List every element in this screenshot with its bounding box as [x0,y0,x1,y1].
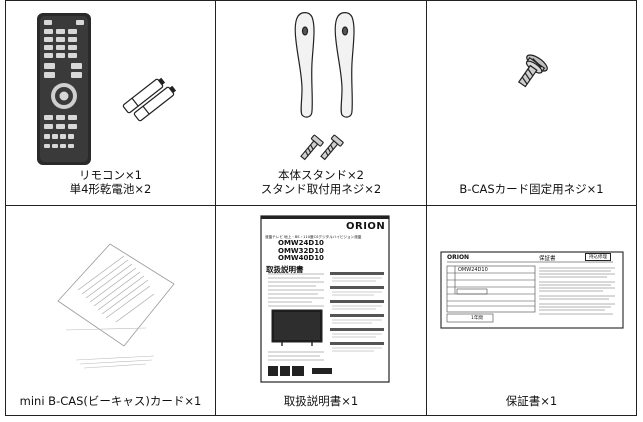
warranty-brand: ORION [447,254,470,261]
warranty-model: OMW24D10 [458,267,488,273]
item-bcas-screw-cell: B-CASカード固定用ネジ×1 [426,0,637,206]
stand-icon [294,12,355,118]
stand-illustration [294,12,355,161]
item-remote-cell: リモコン×1 単4形乾電池×2 [5,0,216,206]
item-warranty-caption: 保証書×1 [505,394,558,408]
manual-model-list: OMW24D10 OMW32D10 OMW40D10 [278,239,324,263]
warranty-heading: 保証書 [539,256,556,262]
item-bcas-screw-caption: B-CASカード固定用ネジ×1 [459,182,604,196]
manual-illustration [260,215,390,383]
item-remote-caption: リモコン×1 単4形乾電池×2 [69,168,152,196]
screw-icon [517,54,548,88]
warranty-card [440,251,624,329]
warranty-period: 1年間 [471,316,483,321]
manual-cover [260,215,390,383]
item-manual-caption: 取扱説明書×1 [283,394,359,408]
manual-model: OMW32D10 [278,246,324,255]
manual-subtitle: 液晶テレビ 地上・BS・110度CSデジタルハイビジョン液晶 [265,235,362,239]
item-bcas-card-cell: mini B-CAS(ビーキャス)カード×1 [5,205,216,416]
manual-model: OMW40D10 [278,254,324,262]
bcas-screw-illustration [517,54,548,88]
stand-screw-icon [300,134,344,161]
bcas-card-illustration [57,243,175,369]
accessory-grid: リモコン×1 単4形乾電池×2 [5,0,637,416]
warranty-illustration [440,251,624,329]
batteries-icon [122,77,177,122]
manual-model: OMW24D10 [278,239,324,247]
item-stand-cell: 本体スタンド×2 スタンド取付用ネジ×2 [215,0,427,206]
manual-brand: ORION [346,221,386,232]
item-stand-caption: 本体スタンド×2 スタンド取付用ネジ×2 [260,168,382,196]
manual-logos-icon [268,366,332,376]
item-warranty-cell: ORION 保証書 持込修理 OMW24D10 1年間 保証書×1 [426,205,637,416]
item-bcas-card-caption: mini B-CAS(ビーキャス)カード×1 [19,394,202,408]
card-document-icon [57,243,175,369]
remote-illustration [37,13,177,165]
manual-title: 取扱説明書 [266,265,304,274]
item-manual-cell: ORION 液晶テレビ 地上・BS・110度CSデジタルハイビジョン液晶 OMW… [215,205,427,416]
warranty-badge: 持込修理 [585,253,611,261]
